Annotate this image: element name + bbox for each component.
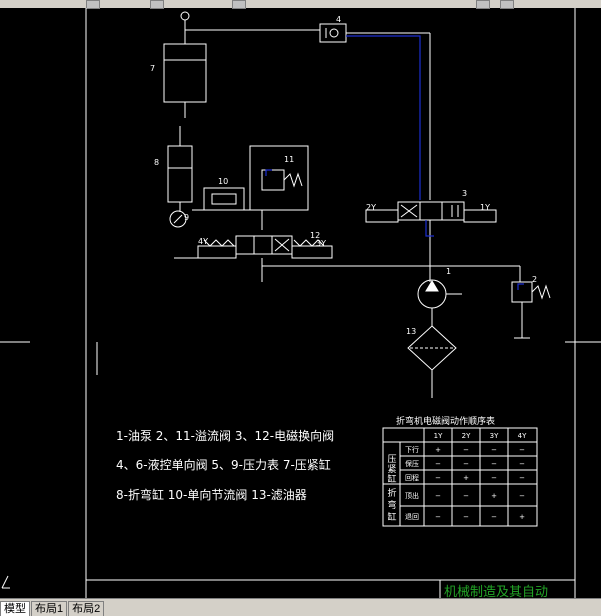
group-bend-2: 弯 <box>387 499 396 511</box>
group-bend-1: 折 <box>387 487 396 499</box>
cell: − <box>491 460 497 468</box>
group-bend-3: 缸 <box>387 511 396 523</box>
label-12: 12 <box>310 231 320 240</box>
cell: − <box>463 513 469 521</box>
pressure-gauge-9 <box>169 210 187 228</box>
action-down: 下行 <box>405 445 419 454</box>
solenoid-4y: 4Y <box>198 237 208 246</box>
solenoid-1y: 1Y <box>480 203 490 212</box>
legend-line-3: 8-折弯缸 10-单向节流阀 13-滤油器 <box>116 487 307 502</box>
toolbar <box>0 0 601 9</box>
cell: + <box>519 513 525 521</box>
label-11: 11 <box>284 155 294 164</box>
relief-valve-11 <box>261 169 285 191</box>
label-8: 8 <box>154 158 159 167</box>
cell: − <box>463 460 469 468</box>
cell: − <box>491 513 497 521</box>
cell: − <box>519 460 525 468</box>
tool-icon-2[interactable] <box>500 0 514 9</box>
col-3y: 3Y <box>490 432 499 440</box>
cell: − <box>435 492 441 500</box>
cylinder-8 <box>167 145 193 203</box>
cell: + <box>463 474 469 482</box>
folder-icon[interactable] <box>86 0 100 9</box>
title-block-text: 机械制造及其自动 <box>444 585 548 598</box>
group-clamp-1: 压 <box>387 454 396 465</box>
directional-valve-12 <box>253 235 273 255</box>
label-3: 3 <box>462 189 467 198</box>
label-1: 1 <box>446 267 451 276</box>
cell: − <box>435 513 441 521</box>
label-13: 13 <box>406 327 416 336</box>
cell: − <box>519 492 525 500</box>
legend-line-1: 1-油泵 2、11-溢流阀 3、12-电磁换向阀 <box>116 428 334 443</box>
label-9: 9 <box>184 213 189 222</box>
col-2y: 2Y <box>462 432 471 440</box>
relief-valve-2 <box>511 281 533 303</box>
tool-icon[interactable] <box>476 0 490 9</box>
sequence-table-border <box>382 427 538 527</box>
label-4: 4 <box>336 15 341 24</box>
tab-model[interactable]: 模型 <box>0 601 30 616</box>
label-2: 2 <box>532 275 537 284</box>
solenoid-2y: 2Y <box>366 203 376 212</box>
action-return: 回程 <box>405 473 419 482</box>
cell: − <box>435 460 441 468</box>
action-hold: 保压 <box>405 459 419 468</box>
cell: − <box>435 474 441 482</box>
col-4y: 4Y <box>518 432 527 440</box>
print-icon[interactable] <box>232 0 246 9</box>
throttle-valve-10 <box>203 187 245 211</box>
check-valve-6 <box>180 11 190 21</box>
layout-tab-bar: 模型 布局1 布局2 <box>0 598 601 616</box>
legend-line-2: 4、6-液控单向阀 5、9-压力表 7-压紧缸 <box>116 457 331 472</box>
label-7: 7 <box>150 64 155 73</box>
action-eject: 顶出 <box>405 491 419 500</box>
cell: − <box>491 446 497 454</box>
label-10: 10 <box>218 177 228 186</box>
group-clamp-2: 紧 <box>387 464 396 475</box>
tab-layout2[interactable]: 布局2 <box>68 601 105 616</box>
drawing-canvas[interactable]: 7 8 9 10 11 12 4 3 1 2 13 2Y 1Y 4Y 3Y 1-… <box>0 0 601 598</box>
save-icon[interactable] <box>150 0 164 9</box>
cell: − <box>463 446 469 454</box>
cell: + <box>491 492 497 500</box>
group-clamp-3: 缸 <box>387 473 396 485</box>
cell: − <box>519 474 525 482</box>
directional-valve-3 <box>419 201 443 221</box>
cell: − <box>491 474 497 482</box>
tab-layout1[interactable]: 布局1 <box>31 601 68 616</box>
pilot-lines <box>265 35 524 290</box>
col-1y: 1Y <box>434 432 443 440</box>
table-title: 折弯机电磁阀动作顺序表 <box>396 415 495 427</box>
ucs-icon <box>1 575 10 589</box>
cell: − <box>463 492 469 500</box>
check-valve-4 <box>319 23 347 43</box>
cylinder-7 <box>163 43 207 103</box>
solenoid-3y: 3Y <box>316 239 326 248</box>
action-retract: 退回 <box>405 512 419 521</box>
cell: − <box>519 446 525 454</box>
cell: + <box>435 446 441 454</box>
